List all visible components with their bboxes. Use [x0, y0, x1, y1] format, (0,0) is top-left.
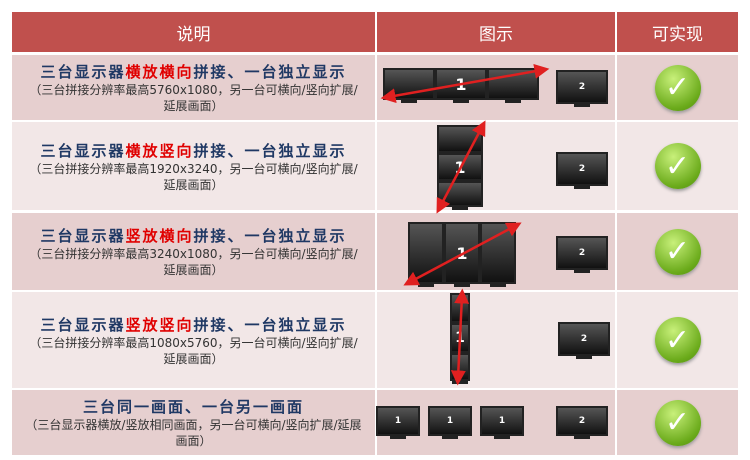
monitor-icon [408, 222, 444, 284]
monitor-icon: 1 [480, 406, 524, 436]
monitor-icon: 2 [556, 406, 608, 436]
header-label: 说明 [176, 24, 211, 45]
monitor-icon: 2 [556, 70, 608, 104]
monitor-stand [494, 436, 510, 439]
available-cell: ✓ [617, 390, 738, 455]
monitor-number: 2 [578, 416, 586, 426]
description-cell: 三台显示器竖放竖向拼接、一台独立显示 （三台拼接分辨率最高1080x5760，另… [12, 292, 375, 388]
monitor-icon: 1 [444, 222, 480, 284]
monitor-number: 1 [394, 416, 402, 426]
monitor-icon [487, 68, 539, 100]
monitor-number: 1 [498, 416, 506, 426]
header-diagram: 图示 [377, 12, 615, 52]
row-title: 三台同一画面、一台另一画面 [83, 396, 304, 417]
monitor-number: 1 [454, 157, 466, 177]
monitor-number: 1 [455, 74, 467, 94]
monitor-stand [454, 284, 470, 287]
header-description: 说明 [12, 12, 375, 52]
description-cell: 三台显示器竖放横向拼接、一台独立显示 （三台拼接分辨率最高3240x1080，另… [12, 213, 375, 290]
monitor-stand [574, 104, 590, 107]
title-text: 三台显示器 [40, 141, 126, 160]
monitor-stand [452, 381, 468, 384]
description-cell: 三台显示器横放横向拼接、一台独立显示 （三台拼接分辨率最高5760x1080，另… [12, 55, 375, 120]
available-cell: ✓ [617, 292, 738, 388]
title-text: 三台显示器 [40, 315, 126, 334]
monitor-number: 1 [446, 416, 454, 426]
check-icon: ✓ [654, 399, 701, 446]
monitor-stand [442, 436, 458, 439]
monitor-icon [450, 293, 470, 323]
monitor-stand [576, 356, 592, 359]
check-icon: ✓ [654, 143, 701, 189]
header-available: 可实现 [617, 12, 738, 52]
row-title: 三台显示器横放横向拼接、一台独立显示 [40, 61, 346, 82]
monitor-stand [574, 436, 590, 439]
title-highlight: 竖放横向 [125, 227, 194, 245]
available-cell: ✓ [617, 213, 738, 290]
monitor-number: 1 [455, 330, 465, 346]
row-title: 三台显示器竖放竖向拼接、一台独立显示 [40, 314, 346, 335]
monitor-stand [574, 270, 590, 273]
row-title: 三台显示器竖放横向拼接、一台独立显示 [40, 225, 346, 246]
check-icon: ✓ [654, 228, 701, 275]
monitor-icon: 1 [450, 323, 470, 353]
description-cell: 三台同一画面、一台另一画面 （三台显示器横放/竖放相同画面，另一台可横向/竖向扩… [12, 390, 375, 455]
row-subtitle: （三台拼接分辨率最高1080x5760，另一台可横向/竖向扩展/延展画面） [29, 335, 358, 366]
monitor-stand [401, 100, 417, 103]
monitor-stand [418, 284, 434, 287]
monitor-icon [437, 125, 483, 153]
title-text: 拼接、一台独立显示 [193, 63, 347, 81]
description-cell: 三台显示器横放竖向拼接、一台独立显示 （三台拼接分辨率最高1920x3240，另… [12, 122, 375, 210]
check-icon: ✓ [654, 317, 701, 363]
monitor-number: 1 [456, 243, 468, 263]
title-highlight: 横放横向 [125, 63, 194, 81]
check-icon: ✓ [654, 64, 701, 111]
header-label: 可实现 [652, 24, 703, 45]
row-subtitle: （三台拼接分辨率最高1920x3240，另一台可横向/竖向扩展/延展画面） [29, 161, 358, 192]
monitor-icon [480, 222, 516, 284]
monitor-stand [390, 436, 406, 439]
row-title: 三台显示器横放竖向拼接、一台独立显示 [40, 140, 346, 161]
monitor-icon [450, 353, 470, 381]
title-text: 拼接、一台独立显示 [193, 315, 347, 334]
title-text: 三台显示器 [40, 227, 126, 245]
monitor-number: 2 [578, 82, 586, 92]
monitor-stand [574, 186, 590, 189]
row-subtitle: （三台拼接分辨率最高3240x1080，另一台可横向/竖向扩展/延展画面） [29, 247, 358, 277]
row-subtitle: （三台显示器横放/竖放相同画面，另一台可横向/竖向扩展/延展画面） [25, 418, 362, 448]
monitor-icon: 2 [556, 236, 608, 270]
title-highlight: 竖放竖向 [125, 315, 194, 334]
title-text: 拼接、一台独立显示 [193, 227, 347, 245]
monitor-icon [437, 181, 483, 207]
title-text: 拼接、一台独立显示 [193, 141, 347, 160]
title-text: 三台显示器 [40, 63, 126, 81]
monitor-number: 2 [580, 334, 588, 344]
monitor-icon [383, 68, 435, 100]
monitor-stand [453, 100, 469, 103]
monitor-icon: 1 [437, 153, 483, 181]
monitor-icon: 2 [558, 322, 610, 356]
row-subtitle: （三台拼接分辨率最高5760x1080，另一台可横向/竖向扩展/延展画面） [29, 83, 358, 113]
header-label: 图示 [479, 24, 513, 45]
title-highlight: 横放竖向 [125, 141, 194, 160]
available-cell: ✓ [617, 55, 738, 120]
monitor-stand [452, 207, 468, 210]
monitor-number: 2 [578, 164, 586, 174]
monitor-number: 2 [578, 248, 586, 258]
monitor-icon: 2 [556, 152, 608, 186]
monitor-stand [490, 284, 506, 287]
monitor-icon: 1 [376, 406, 420, 436]
monitor-icon: 1 [435, 68, 487, 100]
available-cell: ✓ [617, 122, 738, 210]
title-text: 三台同一画面、一台另一画面 [82, 398, 304, 416]
monitor-stand [505, 100, 521, 103]
monitor-icon: 1 [428, 406, 472, 436]
